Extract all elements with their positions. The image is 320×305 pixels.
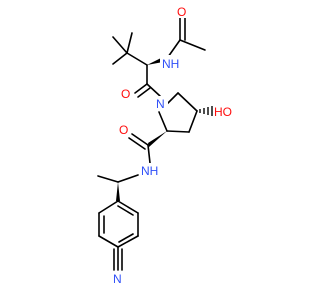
amide-nh-bottom-label: NH bbox=[141, 164, 158, 178]
bond bbox=[126, 52, 148, 66]
bond bbox=[131, 133, 149, 146]
bond bbox=[188, 110, 198, 133]
ring-nitrogen-label: N bbox=[156, 97, 165, 111]
bond bbox=[112, 36, 128, 54]
molecule-structure: O NH O N HO O NH N bbox=[97, 5, 232, 286]
amide-nh-top-label: NH bbox=[162, 57, 179, 71]
bond bbox=[117, 200, 139, 214]
bond bbox=[179, 39, 206, 51]
bond bbox=[158, 111, 168, 132]
wedge-bond bbox=[116, 182, 120, 201]
bond bbox=[137, 87, 151, 98]
bond bbox=[118, 233, 134, 243]
bond bbox=[117, 235, 139, 248]
hashed-bond bbox=[199, 106, 213, 116]
amide-oxygen-bottom-label: O bbox=[119, 123, 128, 137]
bond bbox=[134, 83, 148, 94]
bond bbox=[117, 174, 139, 183]
bond bbox=[112, 52, 128, 65]
bond bbox=[117, 205, 134, 216]
wedge-bond bbox=[147, 58, 163, 65]
bond bbox=[128, 137, 146, 150]
bond bbox=[166, 130, 190, 133]
wedge-bond bbox=[148, 131, 167, 147]
amide-oxygen-left-label: O bbox=[121, 87, 130, 101]
nitrile-nitrogen-label: N bbox=[113, 272, 122, 286]
bond bbox=[97, 175, 119, 183]
structure-svg: O NH O N HO O NH N bbox=[97, 5, 232, 286]
bond bbox=[177, 92, 198, 112]
bond bbox=[167, 39, 181, 58]
bond bbox=[126, 32, 133, 54]
bond bbox=[98, 235, 119, 248]
bond bbox=[98, 200, 119, 214]
acetyl-oxygen-label: O bbox=[177, 5, 186, 19]
bond bbox=[147, 144, 151, 164]
bond bbox=[146, 83, 161, 97]
hydroxyl-label: HO bbox=[214, 105, 232, 119]
